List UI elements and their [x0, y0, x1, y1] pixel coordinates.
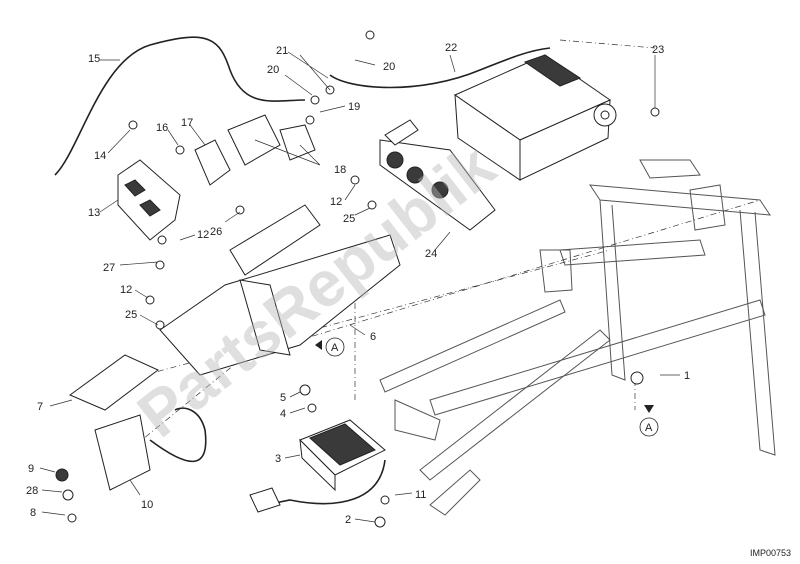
callout-22: 22	[445, 42, 457, 54]
callout-4: 4	[280, 408, 286, 420]
callout-8: 8	[30, 507, 36, 519]
callout-25a: 25	[343, 213, 355, 225]
relays	[194, 114, 316, 186]
battery-cable	[329, 47, 551, 89]
callout-21: 21	[276, 45, 288, 57]
rear-subframe	[379, 159, 776, 516]
callout-13: 13	[88, 207, 100, 219]
callout-12c: 12	[120, 284, 132, 296]
svg-text:A: A	[645, 422, 653, 434]
callout-6: 6	[370, 331, 376, 343]
callout-26: 26	[210, 226, 222, 238]
svg-text:A: A	[331, 342, 339, 354]
fuse-box	[117, 159, 181, 241]
battery	[453, 54, 612, 181]
callout-7: 7	[37, 401, 43, 413]
callout-2: 2	[345, 514, 351, 526]
callout-11: 11	[415, 489, 426, 501]
callout-28: 28	[26, 485, 38, 497]
view-marker-bottom: A	[639, 405, 659, 437]
callout-5: 5	[280, 392, 286, 404]
callout-18: 18	[334, 164, 346, 176]
callout-20a: 20	[267, 64, 279, 76]
view-marker-top: A	[315, 337, 345, 357]
watermark: PartsRepublik	[124, 129, 508, 451]
callout-12a: 12	[330, 196, 342, 208]
gear-icon	[593, 103, 617, 127]
reference-id: IMP00753	[750, 548, 791, 558]
fasteners	[55, 30, 660, 528]
callout-19: 19	[348, 101, 360, 113]
callout-3: 3	[275, 453, 281, 465]
callout-10: 10	[141, 499, 153, 511]
ground-cable	[54, 36, 306, 176]
callouts: 1 2 3 4 5 6 7 8 9 10 11 12 12 12 13 14 1…	[26, 42, 690, 526]
callout-23: 23	[652, 44, 664, 56]
battery-holder	[379, 119, 496, 231]
callout-9: 9	[28, 463, 34, 475]
relay-bracket	[68, 354, 207, 491]
callout-15: 15	[88, 53, 100, 65]
voltage-regulator	[249, 419, 386, 513]
callout-27: 27	[103, 262, 115, 274]
callout-20b: 20	[383, 61, 395, 73]
callout-24: 24	[425, 248, 437, 260]
callout-14: 14	[94, 150, 106, 162]
callout-12b: 12	[197, 229, 209, 241]
callout-16: 16	[156, 122, 168, 134]
callout-17: 17	[181, 117, 193, 129]
callout-25b: 25	[125, 309, 137, 321]
callout-1: 1	[684, 370, 690, 382]
electrical-tray	[159, 204, 401, 376]
